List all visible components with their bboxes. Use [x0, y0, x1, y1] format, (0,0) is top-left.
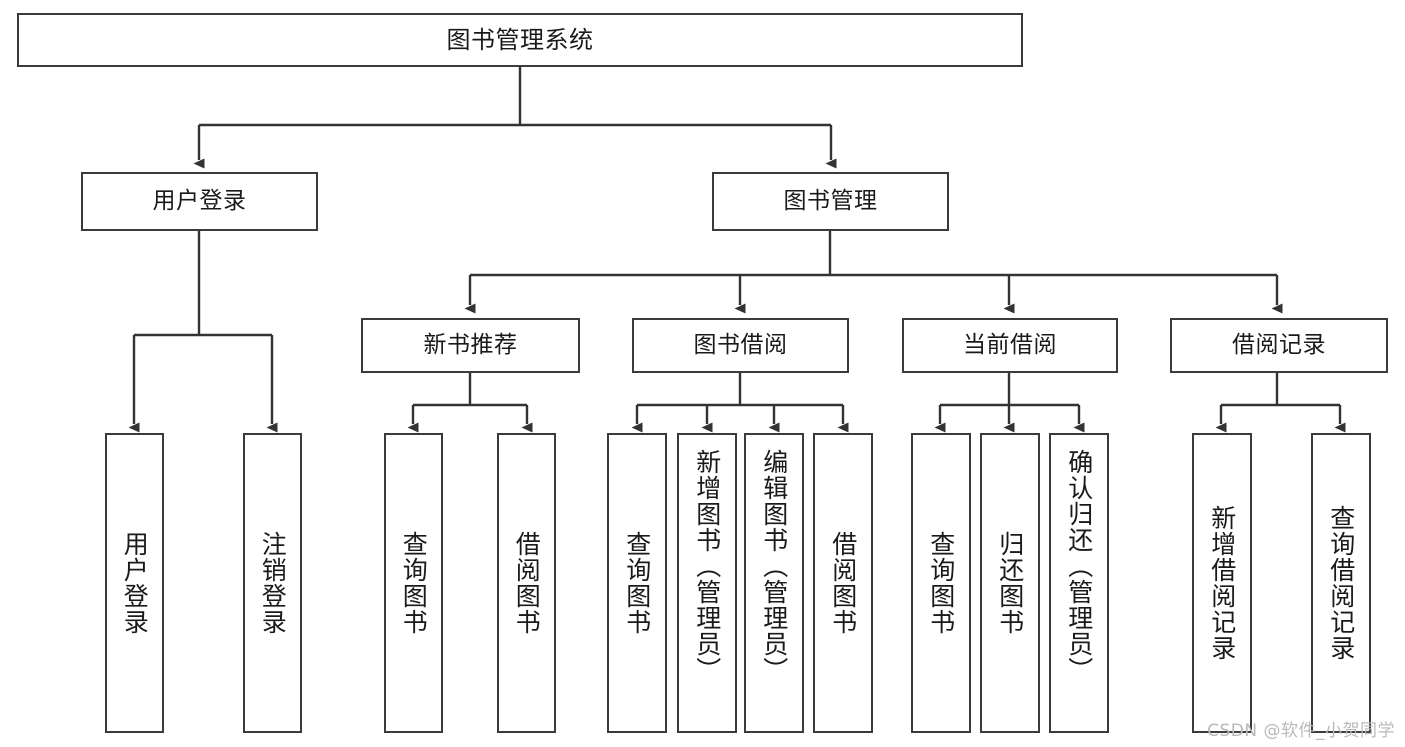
node-label: 图书管理	[783, 187, 878, 214]
node-leaf-add-book[interactable]: 新增图书（管理员）	[677, 433, 737, 733]
node-current-borrow[interactable]: 当前借阅	[902, 318, 1118, 373]
node-label: 注销登录	[258, 531, 288, 635]
node-book-management-system[interactable]: 图书管理系统	[17, 13, 1023, 67]
node-new-book-recommend[interactable]: 新书推荐	[361, 318, 580, 373]
node-label: 借阅图书	[512, 531, 542, 635]
node-label: 新增图书（管理员）	[692, 449, 722, 683]
node-label: 借阅记录	[1232, 331, 1326, 358]
node-leaf-user-login[interactable]: 用户登录	[105, 433, 164, 733]
node-leaf-query-record[interactable]: 查询借阅记录	[1311, 433, 1371, 733]
node-leaf-add-record[interactable]: 新增借阅记录	[1192, 433, 1252, 733]
node-label: 图书管理系统	[446, 25, 594, 54]
node-book-management[interactable]: 图书管理	[712, 172, 949, 231]
node-label: 查询图书	[622, 531, 652, 635]
node-label: 查询借阅记录	[1326, 505, 1356, 661]
node-leaf-edit-book[interactable]: 编辑图书（管理员）	[744, 433, 804, 733]
node-leaf-logout-login[interactable]: 注销登录	[243, 433, 302, 733]
node-label: 新增借阅记录	[1207, 505, 1237, 661]
node-user-login[interactable]: 用户登录	[81, 172, 318, 231]
node-label: 新书推荐	[423, 331, 518, 358]
node-label: 用户登录	[120, 531, 150, 635]
node-label: 查询图书	[399, 531, 429, 635]
node-label: 当前借阅	[963, 331, 1057, 358]
node-label: 图书借阅	[693, 331, 788, 358]
node-borrow-record[interactable]: 借阅记录	[1170, 318, 1388, 373]
node-leaf-query-book-3[interactable]: 查询图书	[911, 433, 971, 733]
node-leaf-borrow-book-1[interactable]: 借阅图书	[497, 433, 556, 733]
node-label: 用户登录	[152, 187, 247, 214]
node-leaf-confirm-return[interactable]: 确认归还（管理员）	[1049, 433, 1109, 733]
node-leaf-query-book-1[interactable]: 查询图书	[384, 433, 443, 733]
node-leaf-return-book[interactable]: 归还图书	[980, 433, 1040, 733]
watermark-text: CSDN @软件_小贺同学	[1207, 721, 1395, 741]
node-label: 确认归还（管理员）	[1064, 449, 1094, 683]
node-label: 借阅图书	[828, 531, 858, 635]
node-book-borrow[interactable]: 图书借阅	[632, 318, 849, 373]
node-label: 查询图书	[926, 531, 956, 635]
node-label: 归还图书	[995, 531, 1025, 635]
node-leaf-borrow-book-2[interactable]: 借阅图书	[813, 433, 873, 733]
node-label: 编辑图书（管理员）	[759, 449, 789, 683]
node-leaf-query-book-2[interactable]: 查询图书	[607, 433, 667, 733]
